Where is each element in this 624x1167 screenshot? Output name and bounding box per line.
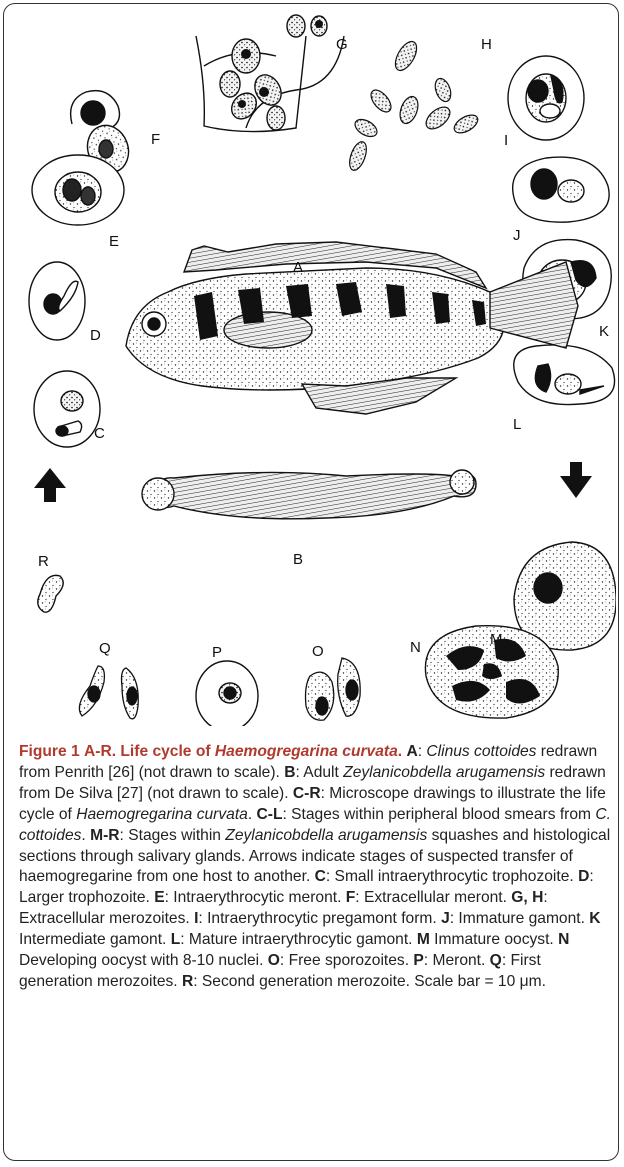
caption-item-species: Clinus cottoides <box>426 743 536 760</box>
caption-item-text-end: . <box>248 806 257 823</box>
panel-d-cell <box>29 262 85 340</box>
panel-q-merozoites <box>79 666 138 719</box>
panel-label-e: E <box>109 233 119 250</box>
figure-title-species: Haemogregarina curvata <box>215 743 398 760</box>
panel-label-j: J <box>513 227 521 244</box>
panel-g-cells <box>196 15 344 132</box>
panel-p-meront <box>196 661 258 726</box>
figure-title: Life cycle of <box>120 743 210 760</box>
caption-item-key: P <box>413 952 423 969</box>
caption-item-key: R <box>182 973 193 990</box>
panel-label-q: Q <box>99 640 111 657</box>
caption-item-text: : Free sporozoites. <box>280 952 413 969</box>
panel-label-c: C <box>94 425 105 442</box>
caption-item-key: O <box>268 952 280 969</box>
panel-j-cell <box>513 157 609 222</box>
caption-item-text: : Intraerythrocytic pregamont form. <box>198 910 441 927</box>
panel-label-b: B <box>293 551 303 568</box>
arrow-up-icon <box>34 468 66 502</box>
panel-c-cell <box>34 371 100 447</box>
caption-item-text-end: . <box>81 827 90 844</box>
panel-label-k: K <box>599 323 609 340</box>
caption-item-key: J <box>441 910 450 927</box>
panel-label-r: R <box>38 553 49 570</box>
caption-item-text: : Mature intraerythrocytic gamont. <box>180 931 417 948</box>
caption-item-key: E <box>154 889 164 906</box>
panel-r-merozoite <box>38 575 63 612</box>
caption-item-text: : Immature gamont. <box>450 910 590 927</box>
panel-label-m: M <box>490 631 503 648</box>
panel-label-f: F <box>151 131 160 148</box>
caption-item-key: L <box>171 931 181 948</box>
caption-item-key: C-R <box>293 785 321 802</box>
caption-item-text: : Small intraerythrocytic trophozoite. <box>326 868 578 885</box>
panel-e-cell <box>32 155 124 225</box>
panel-label-o: O <box>312 643 324 660</box>
caption-item-key: D <box>578 868 589 885</box>
caption-item-key: K <box>589 910 600 927</box>
caption-item-key: M <box>417 931 430 948</box>
panel-l-cell <box>514 345 615 405</box>
caption-item-text: : Stages within <box>120 827 226 844</box>
panel-h-merozoites <box>346 38 480 172</box>
panel-o-sporozoites <box>306 658 361 720</box>
caption-item-key: C <box>315 868 326 885</box>
caption-item-key: G, H <box>511 889 543 906</box>
figure-title-end: . <box>398 743 402 760</box>
caption-item-text: Immature oocyst. <box>430 931 558 948</box>
caption-item-key: B <box>284 764 295 781</box>
caption-item-species: Zeylanicobdella arugamensis <box>225 827 427 844</box>
caption-items: A: Clinus cottoides redrawn from Penrith… <box>19 743 611 990</box>
caption-item-key: Q <box>490 952 502 969</box>
arrow-down-icon <box>560 462 592 498</box>
figure-caption: Figure 1 A-R. Life cycle of Haemogregari… <box>19 742 611 993</box>
caption-item-text: : Second generation merozoite. Scale bar… <box>193 973 546 990</box>
panel-label-d: D <box>90 327 101 344</box>
caption-item-text: Intermediate gamont. <box>19 931 171 948</box>
caption-item-species: Zeylanicobdella arugamensis <box>343 764 545 781</box>
figure-range: A-R. <box>84 743 116 760</box>
panel-label-g: G <box>336 36 348 53</box>
panel-label-l: L <box>513 416 521 433</box>
caption-item-text: : Adult <box>295 764 343 781</box>
caption-item-key: M-R <box>90 827 119 844</box>
panel-b-leech <box>142 470 476 519</box>
panel-i-cell <box>508 56 584 140</box>
caption-item-text: : Extracellular meront. <box>355 889 511 906</box>
caption-item-species: Haemogregarina curvata <box>76 806 248 823</box>
caption-item-key: N <box>558 931 569 948</box>
panel-label-p: P <box>212 644 222 661</box>
caption-item-text: : Stages within peripheral blood smears … <box>282 806 595 823</box>
panel-label-h: H <box>481 36 492 53</box>
caption-item-text: Developing oocyst with 8-10 nuclei. <box>19 952 268 969</box>
caption-item-key: C-L <box>257 806 283 823</box>
figure-plate: A B C D E F G H I J K L M N O P Q R <box>6 6 616 726</box>
caption-item-text: : Meront. <box>424 952 490 969</box>
panel-label-n: N <box>410 639 421 656</box>
caption-item-key: A <box>406 743 417 760</box>
panel-label-i: I <box>504 132 508 149</box>
panel-a-fish <box>126 242 578 414</box>
caption-item-text: : Intraerythrocytic meront. <box>165 889 346 906</box>
figure-label: Figure 1 <box>19 743 80 760</box>
caption-item-key: F <box>346 889 356 906</box>
panel-label-a: A <box>293 259 303 276</box>
